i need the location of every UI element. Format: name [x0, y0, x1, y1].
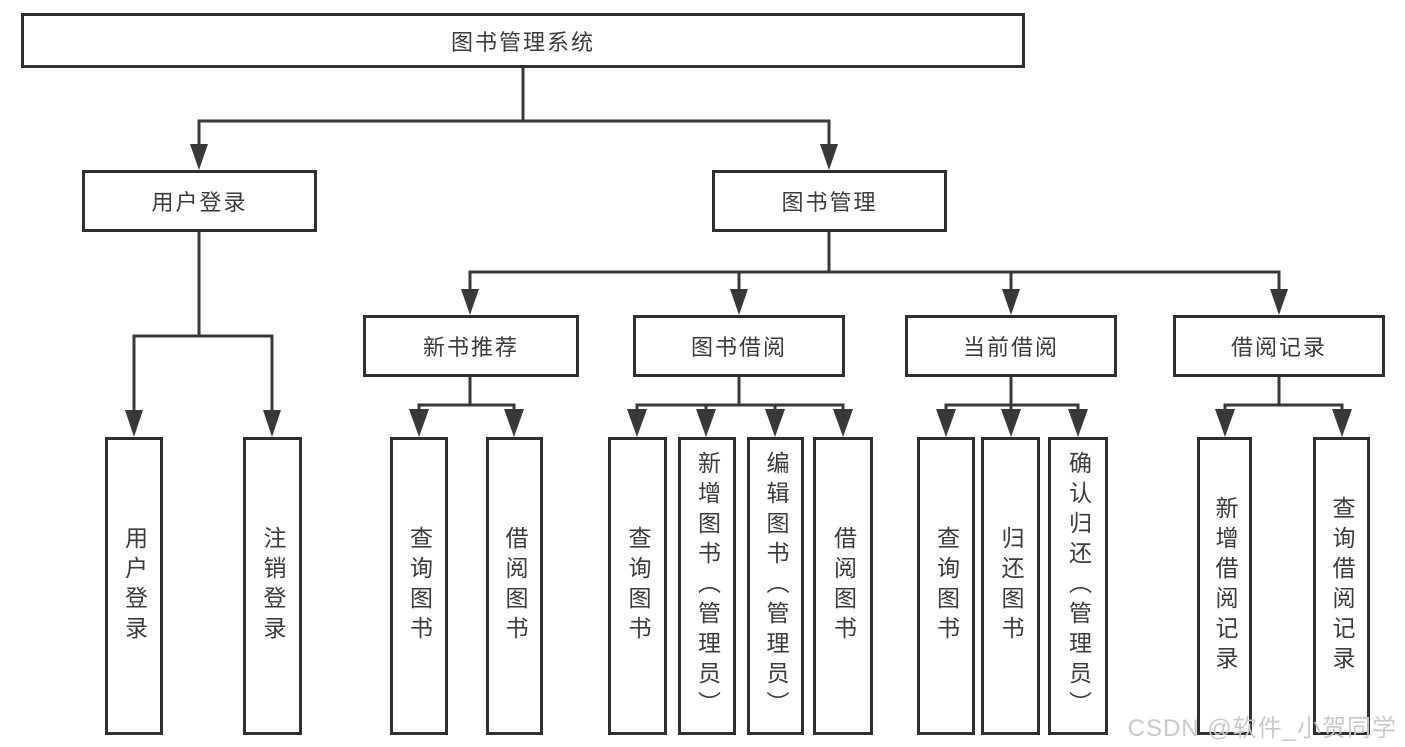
node-current-borrowing-label: 当前借阅	[962, 335, 1059, 360]
leaf-query-books-2: 查询图书	[608, 437, 667, 735]
node-borrowing-records-label: 借阅记录	[1230, 335, 1327, 360]
leaf-user-login: 用户登录	[105, 437, 163, 735]
node-library-management-system-label: 图书管理系统	[450, 29, 595, 55]
node-user-login: 用户登录	[82, 170, 317, 232]
connector-currentborrow-to-leaves	[936, 377, 1088, 437]
leaf-query-books-1: 查询图书	[390, 437, 448, 735]
node-borrowing-records: 借阅记录	[1173, 315, 1385, 377]
leaf-add-borrow-record: 新增借阅记录	[1197, 437, 1252, 735]
leaf-query-books-3: 查询图书	[917, 437, 975, 735]
leaf-add-books-admin-label: 新增图书（管理员）	[694, 451, 721, 721]
leaf-query-borrow-record-label: 查询借阅记录	[1329, 496, 1355, 676]
node-new-book-recommendation-label: 新书推荐	[422, 335, 519, 360]
connector-newbookrec-to-leaves	[409, 377, 524, 437]
node-book-management: 图书管理	[712, 170, 947, 232]
leaf-user-login-label: 用户登录	[121, 526, 148, 646]
leaf-borrow-books-1-label: 借阅图书	[502, 526, 528, 646]
leaf-confirm-return-admin: 确认归还（管理员）	[1048, 437, 1108, 735]
leaf-borrow-books-1: 借阅图书	[486, 437, 543, 735]
leaf-query-books-2-label: 查询图书	[625, 526, 651, 646]
leaf-borrow-books-2: 借阅图书	[813, 437, 873, 735]
leaf-logout-label: 注销登录	[260, 526, 286, 646]
leaf-query-books-3-label: 查询图书	[933, 526, 960, 646]
node-new-book-recommendation: 新书推荐	[363, 315, 579, 377]
node-book-borrowing-label: 图书借阅	[690, 335, 787, 360]
leaf-logout: 注销登录	[243, 437, 302, 735]
node-user-login-label: 用户登录	[151, 190, 248, 215]
leaf-edit-books-admin-label: 编辑图书（管理员）	[763, 451, 789, 721]
connector-root-to-level2	[190, 68, 838, 170]
connector-userlogin-to-leaves	[125, 232, 281, 437]
connector-bookborrow-to-leaves	[627, 377, 853, 437]
csdn-watermark: CSDN @软件_小贺同学	[1127, 715, 1397, 742]
leaf-query-borrow-record: 查询借阅记录	[1313, 437, 1370, 735]
leaf-add-books-admin: 新增图书（管理员）	[678, 437, 736, 735]
leaf-edit-books-admin: 编辑图书（管理员）	[747, 437, 804, 735]
connector-bookmgmt-to-level3	[461, 232, 1288, 315]
leaf-return-books-label: 归还图书	[998, 526, 1024, 646]
leaf-add-borrow-record-label: 新增借阅记录	[1212, 496, 1238, 676]
leaf-query-books-1-label: 查询图书	[406, 526, 433, 646]
leaf-return-books: 归还图书	[981, 437, 1040, 735]
node-book-management-label: 图书管理	[781, 190, 878, 215]
node-library-management-system: 图书管理系统	[21, 13, 1025, 68]
leaf-confirm-return-admin-label: 确认归还（管理员）	[1065, 451, 1092, 721]
node-current-borrowing: 当前借阅	[905, 315, 1117, 377]
connector-borrowrecords-to-leaves	[1215, 377, 1352, 437]
leaf-borrow-books-2-label: 借阅图书	[830, 526, 857, 646]
node-book-borrowing: 图书借阅	[633, 315, 845, 377]
